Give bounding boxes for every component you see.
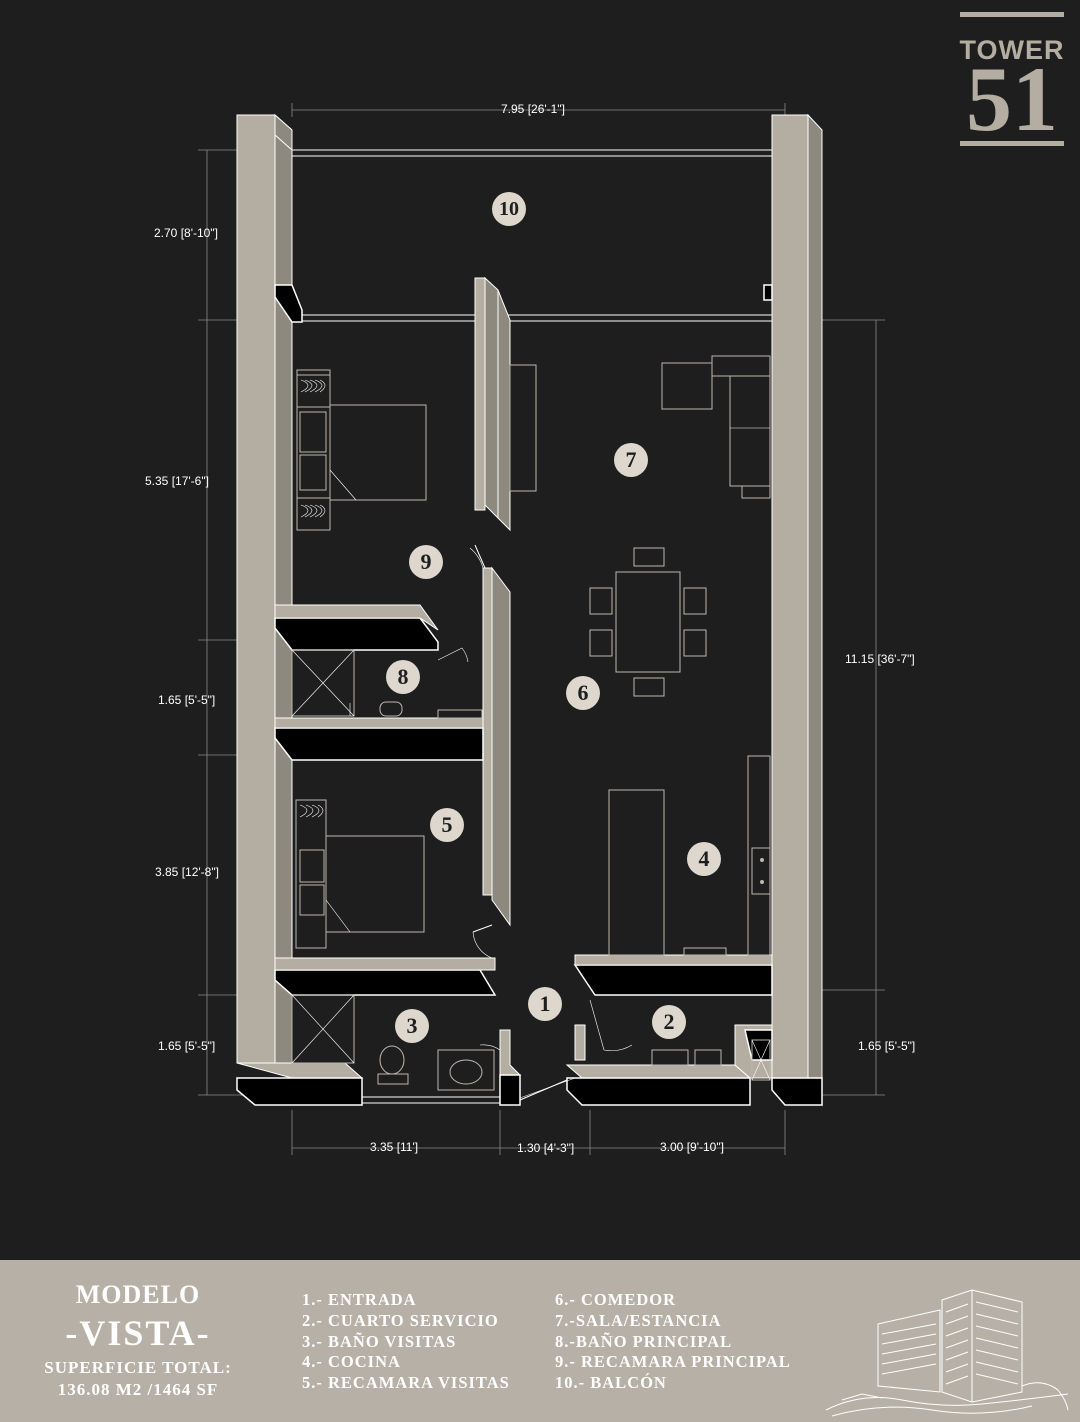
room-badge-10: 10 (492, 192, 526, 226)
dim-right-total: 11.15 [36'-7"] (845, 652, 915, 666)
room-badge-6: 6 (566, 676, 600, 710)
model-label: MODELO (75, 1280, 201, 1309)
room-badge-7: 7 (614, 443, 648, 477)
legend-item: 8.-BAÑO PRINCIPAL (555, 1331, 733, 1351)
floor-plan-area: .w { fill:#b3ada2; stroke:#ffffff; strok… (145, 12, 1066, 1155)
dim-bedroom-main: 5.35 [17'-6"] (145, 474, 209, 488)
dim-service-right: 1.65 [5'-5"] (858, 1039, 916, 1053)
legend-item: 6.- COMEDOR (555, 1290, 676, 1309)
legend-item: 10.- BALCÓN (555, 1373, 667, 1393)
legend-item: 5.- RECAMARA VISITAS (302, 1373, 510, 1393)
room-badge-3: 3 (395, 1009, 429, 1043)
master-bed (296, 369, 427, 531)
guest-door (472, 924, 493, 959)
floor-plan-drawing: .w { fill:#b3ada2; stroke:#ffffff; strok… (198, 103, 885, 1155)
dim-bedroom-guest: 3.85 [12'-8"] (155, 865, 219, 879)
dim-bath-guest: 1.65 [5'-5"] (158, 1039, 216, 1053)
balcony-railing (292, 149, 772, 322)
dim-top-width: 7.95 [26'-1"] (501, 102, 565, 116)
room-badge-2: 2 (652, 1005, 686, 1039)
outer-walls (236, 113, 823, 1107)
logo-tower-text: TOWER (959, 35, 1065, 65)
bottom-walls (236, 1024, 823, 1106)
tv-cabinet (509, 364, 537, 492)
legend-item: 4.- COCINA (302, 1352, 401, 1372)
dim-bottom-right: 3.00 [9'-10"] (660, 1140, 724, 1154)
legend-item: 2.- CUARTO SERVICIO (302, 1310, 499, 1330)
dim-bath-main: 1.65 [5'-5"] (158, 693, 216, 707)
dimension-lines (198, 103, 885, 1155)
building-sketch-icon (825, 1289, 1069, 1417)
sofa (661, 355, 771, 499)
legend-column-1: 1.- ENTRADA 2.- CUARTO SERVICIO 3.- BAÑO… (302, 1290, 510, 1394)
master-door (469, 544, 486, 569)
interior-walls (274, 604, 773, 996)
room-badge-5: 5 (430, 808, 464, 842)
guest-bed (295, 799, 425, 949)
room-badge-1: 1 (528, 987, 562, 1021)
legend-item: 7.-SALA/ESTANCIA (555, 1310, 722, 1330)
area-value: 136.08 M2 /1464 SF (57, 1380, 219, 1399)
room-badge-4: 4 (687, 842, 721, 876)
logo-number-text: 51 (966, 48, 1058, 150)
kitchen (608, 755, 771, 956)
dim-balcony-depth: 2.70 [8'-10"] (154, 226, 218, 240)
area-label: SUPERFICIE TOTAL: (44, 1358, 232, 1377)
guest-bath (291, 994, 501, 1091)
footer-panel: MODELO -VISTA- SUPERFICIE TOTAL: 136.08 … (0, 1260, 1080, 1422)
tower51-logo: TOWER 51 (958, 12, 1066, 148)
logo-bar-bottom (960, 141, 1064, 146)
balcony-door-stubs (274, 284, 773, 323)
entry-door (519, 1077, 576, 1099)
legend-item: 9.- RECAMARA PRINCIPAL (555, 1352, 791, 1372)
model-name: -VISTA- (65, 1313, 211, 1353)
logo-bar-top (960, 12, 1064, 17)
room-badge-8: 8 (386, 660, 420, 694)
service-room (589, 999, 771, 1081)
legend-item: 3.- BAÑO VISITAS (302, 1331, 457, 1351)
dim-bottom-left: 3.35 [11'] (370, 1140, 419, 1154)
legend-column-2: 6.- COMEDOR 7.-SALA/ESTANCIA 8.-BAÑO PRI… (555, 1290, 791, 1394)
central-partition (474, 276, 511, 927)
dim-bottom-entry: 1.30 [4'-3"] (517, 1141, 575, 1155)
dining-table (589, 547, 707, 697)
room-badge-9: 9 (409, 545, 443, 579)
master-bath (291, 647, 483, 719)
legend-item: 1.- ENTRADA (302, 1290, 417, 1309)
floor-edges (362, 1079, 568, 1104)
